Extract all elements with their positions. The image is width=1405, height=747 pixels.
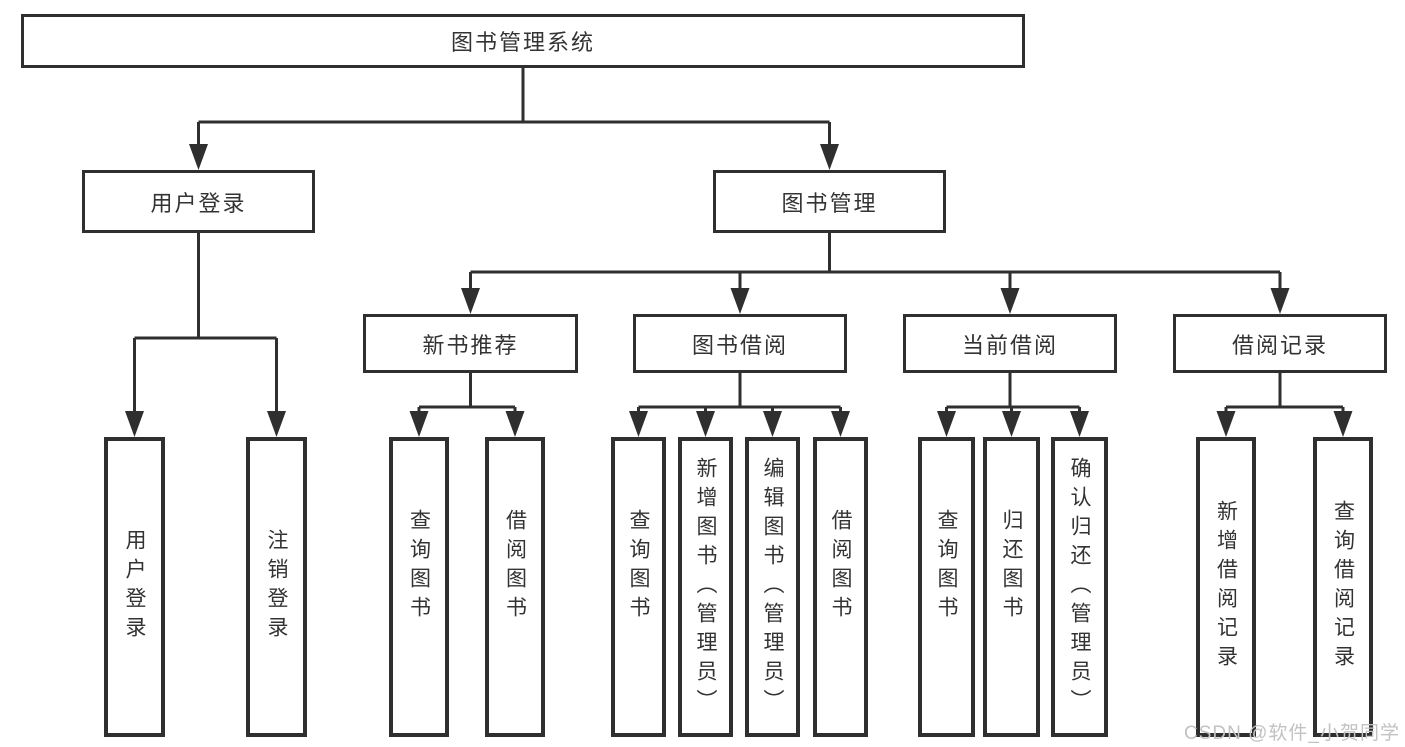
arrow-icon — [1070, 411, 1089, 437]
arrow-icon — [730, 288, 750, 314]
node-label: 用户登录 — [150, 190, 247, 216]
node-label: 确认归还（管理员） — [1068, 456, 1092, 718]
leaf-logout: 注销登录 — [246, 437, 307, 737]
node-label: 新增借阅记录 — [1214, 500, 1238, 674]
node-label: 查询图书 — [407, 509, 431, 625]
leaf-borrow-books: 借阅图书 — [813, 437, 868, 737]
node-label: 新书推荐 — [422, 332, 519, 358]
node-new-book-recommendation: 新书推荐 — [363, 314, 578, 373]
leaf-query-books-current: 查询图书 — [918, 437, 975, 737]
leaf-confirm-return-admin: 确认归还（管理员） — [1051, 437, 1108, 737]
node-current-borrowing: 当前借阅 — [903, 314, 1117, 373]
leaf-borrow-books-recommend: 借阅图书 — [485, 437, 545, 737]
arrow-icon — [696, 411, 715, 437]
arrow-icon — [189, 144, 208, 170]
leaf-add-books-admin: 新增图书（管理员） — [678, 437, 733, 737]
leaf-query-borrow-record: 查询借阅记录 — [1313, 437, 1373, 737]
node-label: 查询图书 — [935, 509, 959, 625]
node-label: 用户登录 — [123, 529, 147, 645]
leaf-query-books-borrow: 查询图书 — [611, 437, 666, 737]
node-borrowing-records: 借阅记录 — [1173, 314, 1387, 373]
arrow-icon — [820, 144, 839, 170]
node-label: 归还图书 — [1000, 509, 1024, 625]
node-book-borrowing: 图书借阅 — [633, 314, 847, 373]
arrow-icon — [1216, 411, 1236, 437]
watermark: CSDN @软件_小贺同学 — [1184, 718, 1400, 745]
arrow-icon — [831, 411, 850, 437]
node-book-management: 图书管理 — [713, 170, 946, 233]
node-label: 查询图书 — [627, 509, 651, 625]
leaf-query-books-recommend: 查询图书 — [389, 437, 449, 737]
node-user-login: 用户登录 — [82, 170, 315, 233]
watermark-text: CSDN @软件_小贺同学 — [1184, 723, 1400, 744]
arrow-icon — [1333, 411, 1353, 437]
leaf-user-login: 用户登录 — [104, 437, 165, 737]
leaf-edit-books-admin: 编辑图书（管理员） — [745, 437, 800, 737]
node-label: 当前借阅 — [961, 332, 1058, 358]
node-label: 新增图书（管理员） — [694, 456, 718, 718]
arrow-icon — [1270, 288, 1290, 314]
arrow-icon — [937, 411, 956, 437]
arrow-icon — [267, 411, 286, 437]
node-label: 图书管理系统 — [450, 30, 595, 55]
node-label: 注销登录 — [265, 529, 289, 645]
node-label: 借阅图书 — [503, 509, 527, 625]
arrow-icon — [1002, 411, 1021, 437]
leaf-return-books: 归还图书 — [983, 437, 1040, 737]
node-label: 图书借阅 — [691, 332, 788, 358]
arrow-icon — [409, 411, 429, 437]
node-label: 查询借阅记录 — [1331, 500, 1355, 674]
arrow-icon — [125, 411, 144, 437]
leaf-add-borrow-record: 新增借阅记录 — [1196, 437, 1256, 737]
arrow-icon — [461, 288, 480, 314]
arrow-icon — [1000, 288, 1020, 314]
node-label: 图书管理 — [781, 190, 878, 216]
node-label: 借阅记录 — [1231, 332, 1328, 358]
arrow-icon — [505, 411, 525, 437]
node-root: 图书管理系统 — [21, 14, 1025, 68]
node-label: 编辑图书（管理员） — [761, 456, 785, 718]
arrow-icon — [629, 411, 648, 437]
arrow-icon — [763, 411, 782, 437]
node-label: 借阅图书 — [829, 509, 853, 625]
